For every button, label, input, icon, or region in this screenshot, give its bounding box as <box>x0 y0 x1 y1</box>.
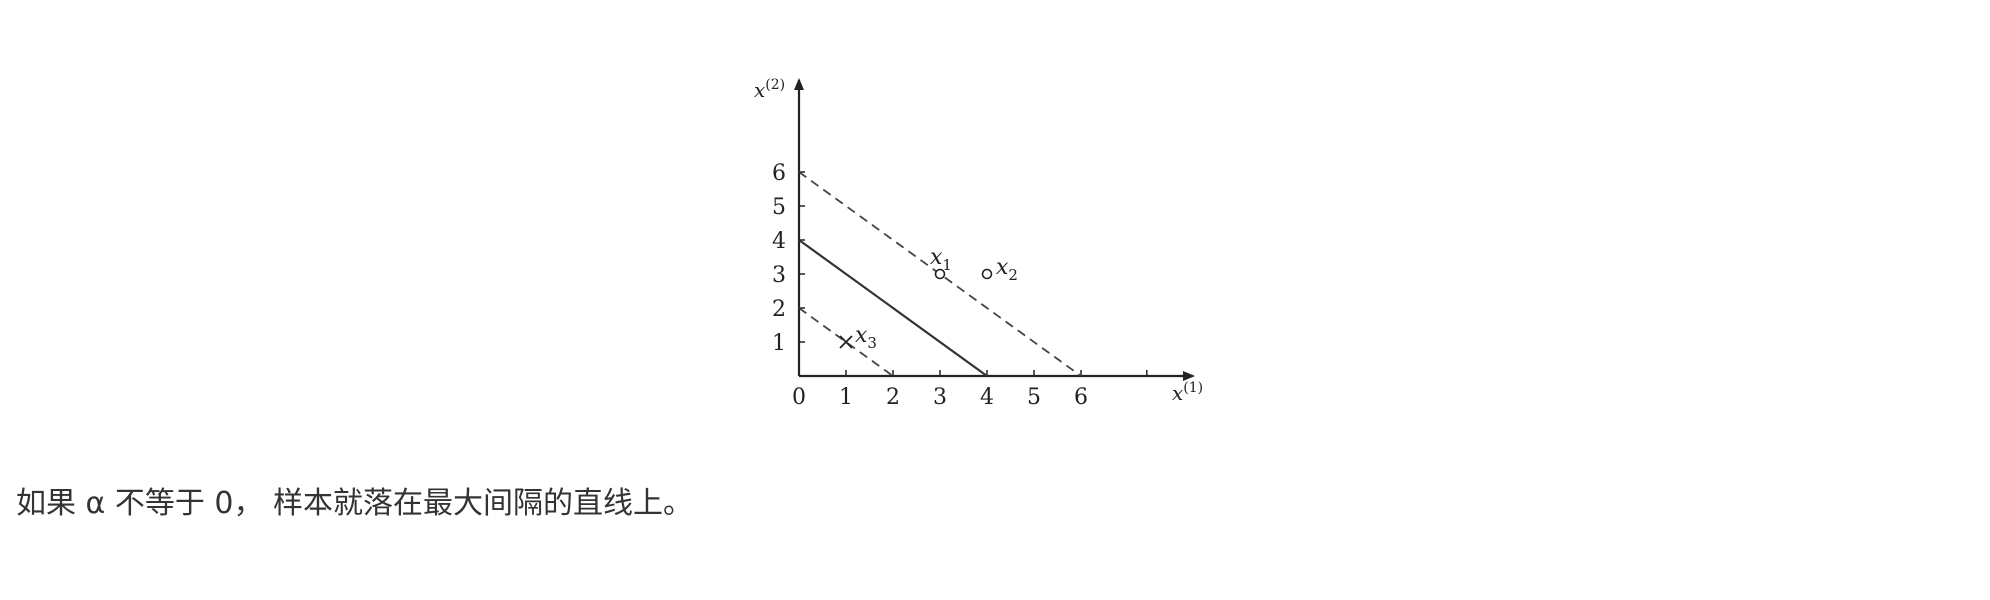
cross-marker <box>839 335 853 349</box>
x-axis-ticks: 0 1 2 3 4 5 6 <box>792 370 1148 410</box>
x-tick-label: 2 <box>886 385 900 410</box>
point-label-base: x <box>996 255 1009 280</box>
y-tick-label: 1 <box>772 331 786 356</box>
hyperplane-lines <box>798 171 1082 377</box>
point-label-sub: 3 <box>867 334 877 352</box>
margin-boundary-lower <box>798 307 894 377</box>
circle-marker <box>934 268 946 280</box>
point-label-base: x <box>855 323 868 348</box>
y-axis-label: x(2) <box>754 77 785 102</box>
x-tick-label: 5 <box>1027 385 1041 410</box>
point-label-sub: 1 <box>942 256 952 274</box>
y-tick-label: 2 <box>772 297 786 322</box>
y-axis-label-base: x <box>754 78 765 102</box>
x-tick-label: 3 <box>933 385 947 410</box>
point-label-base: x <box>930 245 943 270</box>
sample-point-x3: x3 <box>839 323 877 352</box>
x-axis-label-sup: (1) <box>1183 380 1203 396</box>
x-axis-label-base: x <box>1172 381 1183 405</box>
circle-marker <box>981 268 993 280</box>
sample-point-x2: x2 <box>981 255 1018 284</box>
caption-text: 如果 α 不等于 0， 样本就落在最大间隔的直线上。 <box>16 486 694 521</box>
y-tick-label: 5 <box>772 195 786 220</box>
y-tick-label: 4 <box>772 229 786 254</box>
separating-hyperplane <box>798 239 988 377</box>
x-tick-label: 0 <box>792 385 806 410</box>
point-label: x1 <box>930 245 952 274</box>
point-label: x2 <box>996 255 1018 284</box>
y-axis-ticks: 1 2 3 4 5 6 <box>772 161 805 356</box>
x-tick-label: 4 <box>980 385 994 410</box>
y-tick-label: 6 <box>772 161 786 186</box>
y-axis-label-sup: (2) <box>765 77 785 93</box>
margin-boundary-upper <box>798 171 1082 377</box>
x-tick-label: 6 <box>1074 385 1088 410</box>
point-label: x3 <box>855 323 877 352</box>
sample-point-x1: x1 <box>930 245 952 280</box>
point-label-sub: 2 <box>1008 266 1018 284</box>
y-tick-label: 3 <box>772 263 786 288</box>
x-tick-label: 1 <box>839 385 853 410</box>
x-axis-label: x(1) <box>1172 380 1203 405</box>
